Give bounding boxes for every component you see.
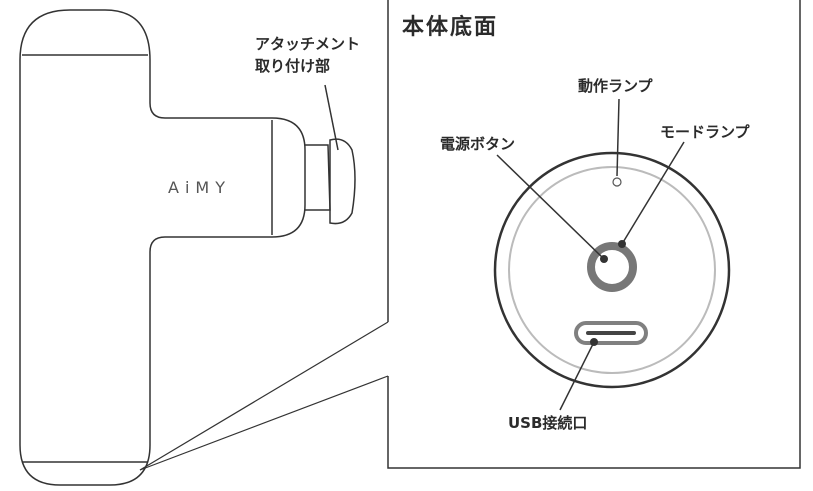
usb-port-leader-dot: [590, 338, 598, 346]
attachment-label-line1: アタッチメント: [255, 35, 361, 53]
attachment-mount: [329, 138, 356, 225]
power-button-label: 電源ボタン: [440, 135, 516, 153]
panel-leader-lines: [496, 98, 685, 411]
attachment-leader-line: [324, 84, 339, 151]
zoom-lines: [139, 321, 389, 471]
attachment-label-line2: 取り付け部: [255, 57, 331, 75]
attachment-neck: [305, 144, 331, 211]
operation-lamp-indicator: [612, 177, 622, 187]
bottom-view-panel: [387, 0, 801, 469]
power-button-leader: [496, 154, 605, 260]
operation-lamp-leader: [616, 98, 620, 177]
power-button-leader-dot: [600, 255, 608, 263]
massage-gun-body: [19, 9, 356, 486]
usb-port-label: USB接続口: [508, 414, 588, 432]
usb-port-leader: [559, 341, 595, 411]
mode-lamp-leader: [621, 141, 685, 245]
usb-port-slot: [586, 331, 636, 335]
mode-lamp-label: モードランプ: [660, 123, 750, 141]
brand-logo-text: AiMY: [168, 178, 231, 197]
operation-lamp-label: 動作ランプ: [578, 77, 653, 95]
mode-lamp-leader-dot: [618, 240, 626, 248]
panel-title: 本体底面: [402, 15, 499, 40]
bottom-face-inner-ring: [508, 166, 716, 374]
